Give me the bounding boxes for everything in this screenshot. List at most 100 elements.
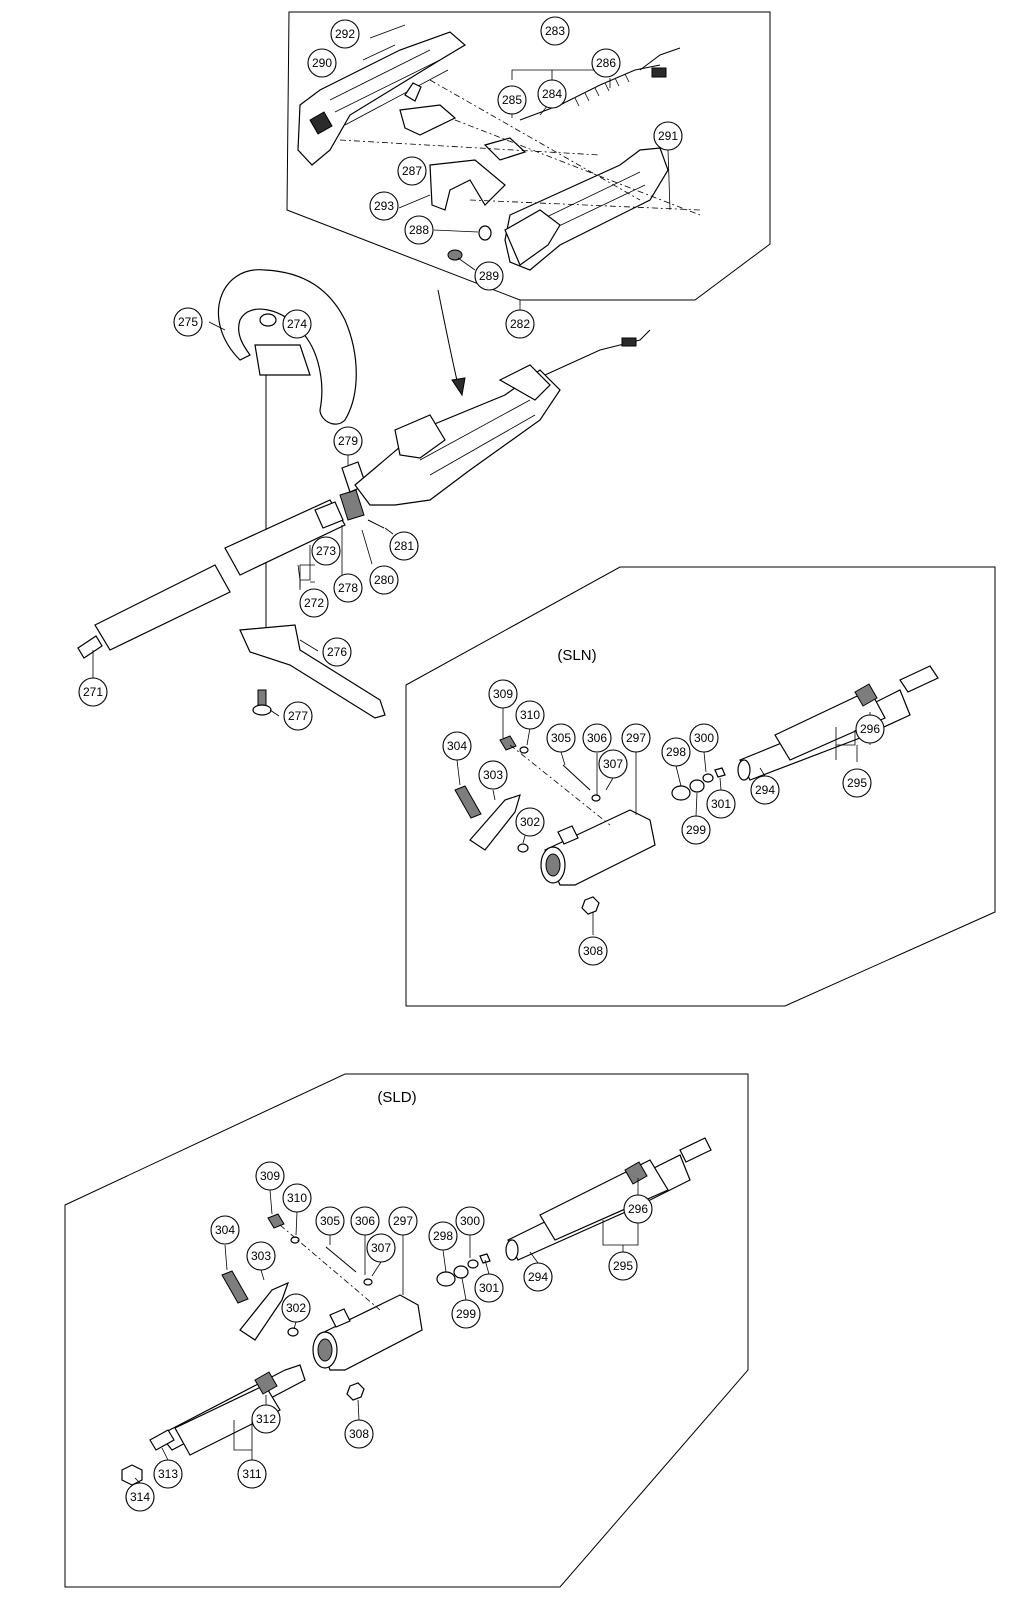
sld-callout-304: 304 — [210, 1215, 240, 1245]
sld-callout-306: 306 — [350, 1206, 380, 1236]
svg-text:285: 285 — [502, 93, 522, 107]
svg-text:294: 294 — [528, 1270, 548, 1284]
sld-callout-295: 295 — [608, 1251, 638, 1281]
svg-text:301: 301 — [711, 797, 731, 811]
svg-text:290: 290 — [312, 56, 332, 70]
svg-text:302: 302 — [286, 1301, 306, 1315]
svg-text:300: 300 — [694, 731, 714, 745]
sln-label: (SLN) — [557, 647, 596, 664]
svg-text:284: 284 — [542, 87, 562, 101]
sln-callout-303: 303 — [478, 760, 508, 790]
svg-text:308: 308 — [583, 944, 603, 958]
sln-callout-302: 302 — [515, 807, 545, 837]
sln-callout-307: 307 — [598, 749, 628, 779]
svg-text:295: 295 — [613, 1259, 633, 1273]
svg-text:313: 313 — [158, 1467, 178, 1481]
callout-279: 279 — [333, 426, 363, 456]
svg-text:272: 272 — [304, 596, 324, 610]
sld-label: (SLD) — [377, 1089, 416, 1106]
svg-text:303: 303 — [483, 768, 503, 782]
sln-callout-299: 299 — [681, 815, 711, 845]
svg-text:277: 277 — [288, 709, 308, 723]
sln-callout-295: 295 — [842, 768, 872, 798]
svg-text:282: 282 — [510, 317, 530, 331]
sld-callout-300: 300 — [455, 1206, 485, 1236]
svg-text:274: 274 — [287, 317, 307, 331]
svg-text:295: 295 — [847, 776, 867, 790]
callout-289: 289 — [474, 261, 504, 291]
sln-callout-305: 305 — [546, 723, 576, 753]
callout-276: 276 — [322, 637, 352, 667]
svg-text:275: 275 — [178, 315, 198, 329]
sld-callout-294: 294 — [523, 1262, 553, 1292]
sln-callout-309: 309 — [488, 679, 518, 709]
svg-text:309: 309 — [260, 1169, 280, 1183]
sln-drawing — [454, 665, 939, 935]
callout-272: 272 — [299, 588, 329, 618]
handle-assembly-drawing — [297, 24, 701, 397]
svg-text:281: 281 — [394, 539, 414, 553]
sld-callout-299: 299 — [451, 1299, 481, 1329]
sln-callout-301: 301 — [706, 789, 736, 819]
sln-callout-294: 294 — [750, 775, 780, 805]
callout-282: 282 — [505, 309, 535, 339]
svg-text:294: 294 — [755, 783, 775, 797]
svg-text:279: 279 — [338, 434, 358, 448]
svg-text:307: 307 — [371, 1241, 391, 1255]
sln-callout-298: 298 — [661, 737, 691, 767]
sln-callout-310: 310 — [515, 700, 545, 730]
svg-text:312: 312 — [256, 1412, 276, 1426]
svg-text:301: 301 — [479, 1281, 499, 1295]
callout-274: 274 — [282, 309, 312, 339]
callout-285: 285 — [497, 85, 527, 115]
sln-callout-304: 304 — [442, 731, 472, 761]
svg-text:311: 311 — [242, 1467, 261, 1481]
sld-callout-302: 302 — [281, 1293, 311, 1323]
svg-text:302: 302 — [520, 815, 540, 829]
svg-text:271: 271 — [83, 685, 103, 699]
svg-text:298: 298 — [666, 745, 686, 759]
callout-280: 280 — [369, 565, 399, 595]
svg-text:273: 273 — [316, 544, 336, 558]
svg-text:305: 305 — [551, 731, 571, 745]
sld-callout-310: 310 — [282, 1183, 312, 1213]
callout-273: 273 — [311, 536, 341, 566]
callout-293: 293 — [369, 191, 399, 221]
sln-callout-308: 308 — [578, 936, 608, 966]
svg-text:306: 306 — [587, 731, 607, 745]
svg-text:300: 300 — [460, 1214, 480, 1228]
svg-text:310: 310 — [287, 1191, 307, 1205]
callout-286: 286 — [591, 48, 621, 78]
callout-bubbles: 292 290 283 286 284 285 291 287 293 288 … — [78, 16, 885, 1512]
callout-283: 283 — [540, 16, 570, 46]
sld-callout-303: 303 — [246, 1241, 276, 1271]
callout-277: 277 — [283, 701, 313, 731]
svg-text:298: 298 — [433, 1229, 453, 1243]
sld-callout-298: 298 — [428, 1221, 458, 1251]
svg-text:314: 314 — [130, 1490, 150, 1504]
svg-text:299: 299 — [456, 1307, 476, 1321]
sld-callout-307: 307 — [366, 1233, 396, 1263]
svg-text:306: 306 — [355, 1214, 375, 1228]
sld-callout-301: 301 — [474, 1273, 504, 1303]
callout-292: 292 — [330, 19, 360, 49]
svg-text:304: 304 — [215, 1223, 235, 1237]
svg-text:293: 293 — [374, 199, 394, 213]
svg-text:303: 303 — [251, 1249, 271, 1263]
svg-text:296: 296 — [860, 722, 880, 736]
handle-assembly-frame — [286, 11, 771, 301]
svg-text:276: 276 — [327, 645, 347, 659]
sln-callout-300: 300 — [689, 723, 719, 753]
callout-284: 284 — [537, 79, 567, 109]
svg-text:307: 307 — [603, 757, 623, 771]
sld-callout-305: 305 — [315, 1206, 345, 1236]
callout-278: 278 — [333, 573, 363, 603]
sln-callout-306: 306 — [582, 723, 612, 753]
main-assembly-drawing — [77, 269, 651, 719]
svg-text:292: 292 — [335, 27, 355, 41]
svg-text:297: 297 — [626, 731, 646, 745]
svg-text:305: 305 — [320, 1214, 340, 1228]
callout-281: 281 — [389, 531, 419, 561]
